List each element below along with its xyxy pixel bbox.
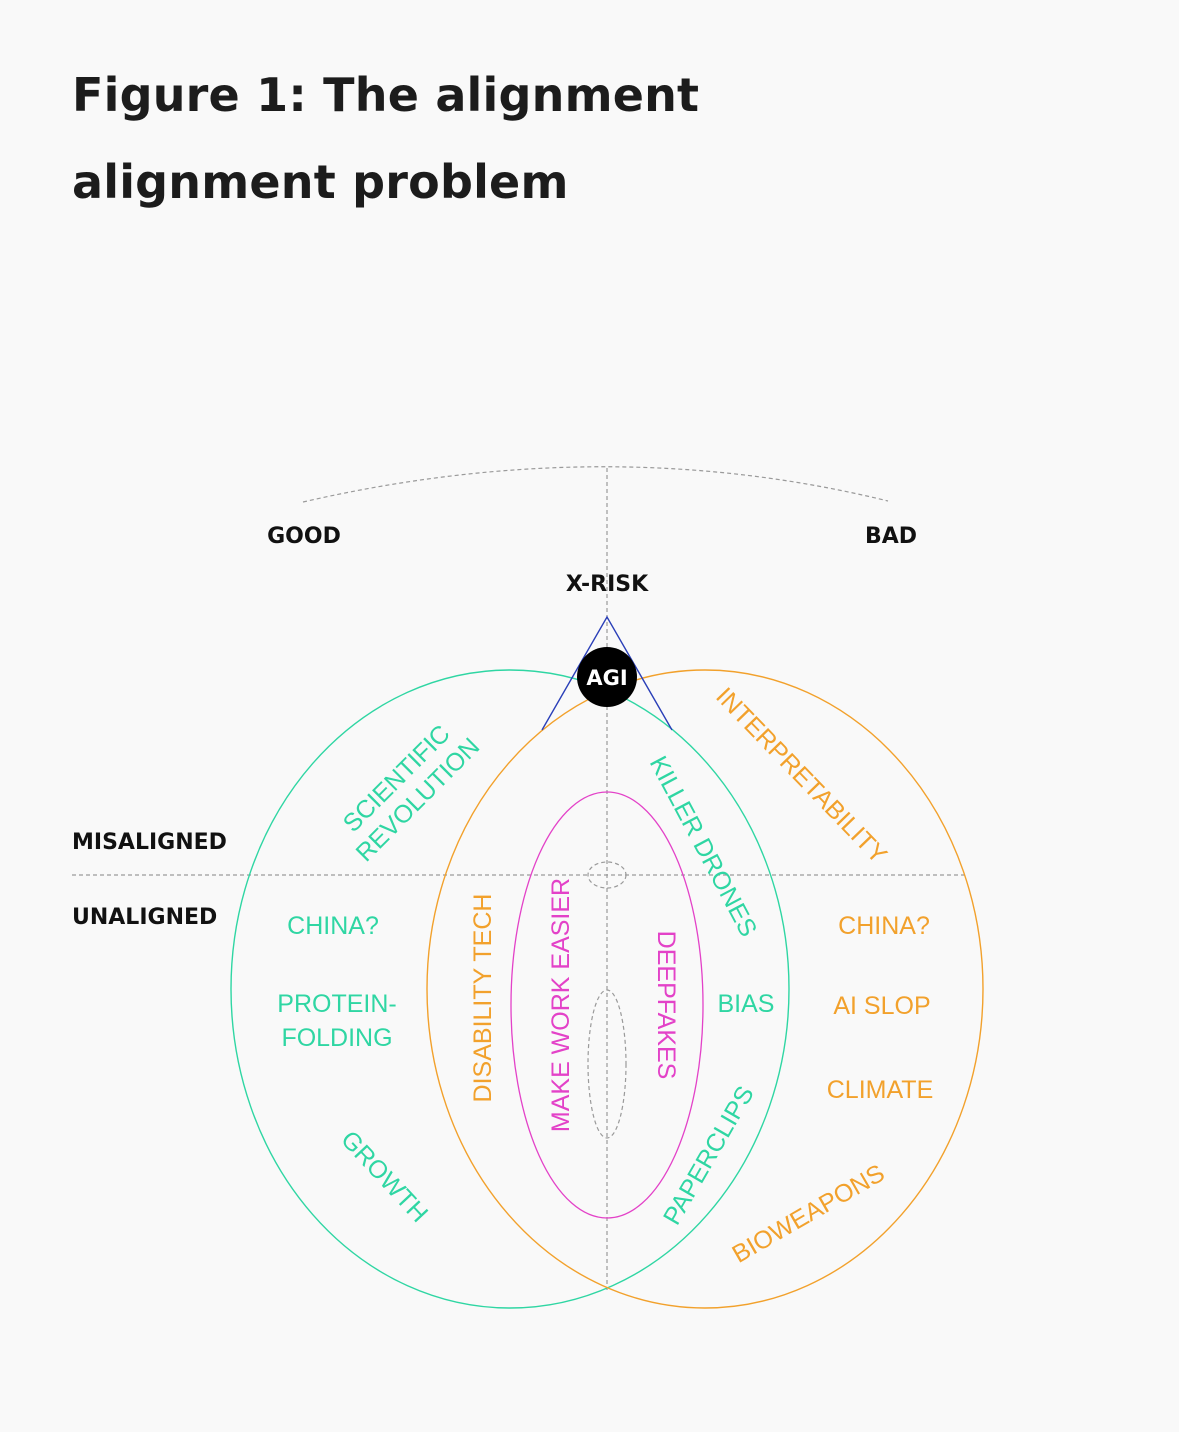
growth-label: GROWTH (335, 1125, 433, 1227)
bad-label: BAD (865, 524, 917, 549)
figure-title: Figure 1: The alignment alignment proble… (72, 68, 700, 209)
protein-folding-line1: PROTEIN- (277, 990, 396, 1018)
interpretability-label: INTERPRETABILITY (710, 682, 892, 869)
orange-ellipse (426, 669, 984, 1309)
good-label: GOOD (267, 524, 341, 549)
xrisk-label: X-RISK (566, 572, 649, 597)
misaligned-label: MISALIGNED (72, 830, 227, 855)
inner-dashed-ellipse (587, 989, 627, 1139)
paperclips-label: PAPERCLIPS (658, 1081, 760, 1229)
center-small-dashed-circle (587, 861, 627, 889)
orange-china-label: CHINA? (838, 912, 930, 940)
unaligned-label: UNALIGNED (72, 905, 217, 930)
disability-tech-label: DISABILITY TECH (469, 894, 497, 1103)
make-work-easier-label: MAKE WORK EASIER (547, 878, 575, 1132)
agi-node (577, 647, 637, 707)
bias-label: BIAS (718, 990, 775, 1018)
teal-china-label: CHINA? (287, 912, 379, 940)
deepfakes-label: DEEPFAKES (652, 931, 680, 1080)
pink-ellipse (510, 791, 704, 1219)
bioweapons-label: BIOWEAPONS (728, 1159, 890, 1269)
agi-label: AGI (586, 666, 627, 690)
protein-folding-line2: FOLDING (281, 1024, 392, 1052)
ai-slop-label: AI SLOP (833, 992, 930, 1020)
top-dashed-arc (302, 466, 889, 503)
xrisk-triangle (541, 615, 673, 731)
climate-label: CLIMATE (827, 1076, 934, 1104)
teal-ellipse (230, 669, 790, 1309)
killer-drones-label: KILLER DRONES (644, 752, 763, 942)
